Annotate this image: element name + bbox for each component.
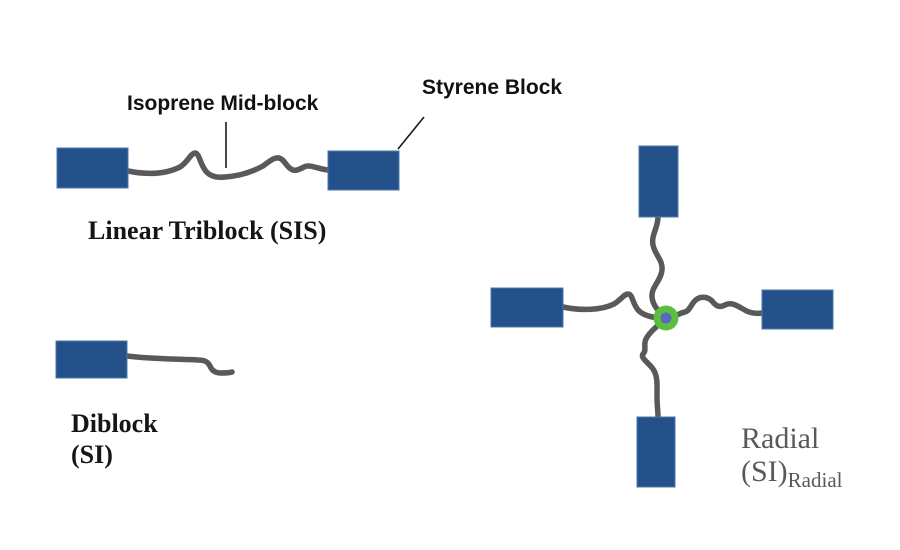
diblock-title-formula: (SI) xyxy=(71,440,113,469)
radial-title-formula: (SI)Radial xyxy=(741,455,842,491)
radial-arm-chain-bottom xyxy=(639,315,669,420)
radial-arm-chain-left xyxy=(560,291,669,321)
diblock-structure xyxy=(55,340,235,379)
radial-structure xyxy=(490,145,834,488)
diblock-title: Diblock (SI) xyxy=(71,408,158,470)
radial-arm-chain-right xyxy=(663,294,765,321)
diblock-isoprene-chain xyxy=(124,353,235,376)
styrene-block-rect-right xyxy=(327,150,400,191)
isoprene-midblock-chain xyxy=(125,150,331,180)
radial-styrene-rect-bottom xyxy=(636,416,676,488)
radial-styrene-rect-top xyxy=(638,145,679,218)
diblock-styrene-rect xyxy=(55,340,128,379)
radial-styrene-rect-right xyxy=(761,289,834,330)
diblock-title-name: Diblock xyxy=(71,409,158,438)
radial-arm-chain-top xyxy=(649,214,669,321)
radial-title: Radial (SI)Radial xyxy=(741,422,842,491)
isoprene-midblock-label: Isoprene Mid-block xyxy=(127,92,319,115)
linear-triblock-structure xyxy=(56,116,425,191)
radial-formula-subscript: Radial xyxy=(787,468,843,492)
radial-title-name: Radial xyxy=(741,422,820,455)
radial-styrene-rect-left xyxy=(490,287,564,328)
styrene-block-rect-left xyxy=(56,147,129,189)
radial-formula-base: (SI) xyxy=(741,455,788,488)
styrene-block-label: Styrene Block xyxy=(422,76,563,99)
linear-triblock-title: Linear Triblock (SIS) xyxy=(88,216,327,245)
styrene-pointer-line xyxy=(397,116,425,150)
radial-junction-core xyxy=(660,312,672,324)
